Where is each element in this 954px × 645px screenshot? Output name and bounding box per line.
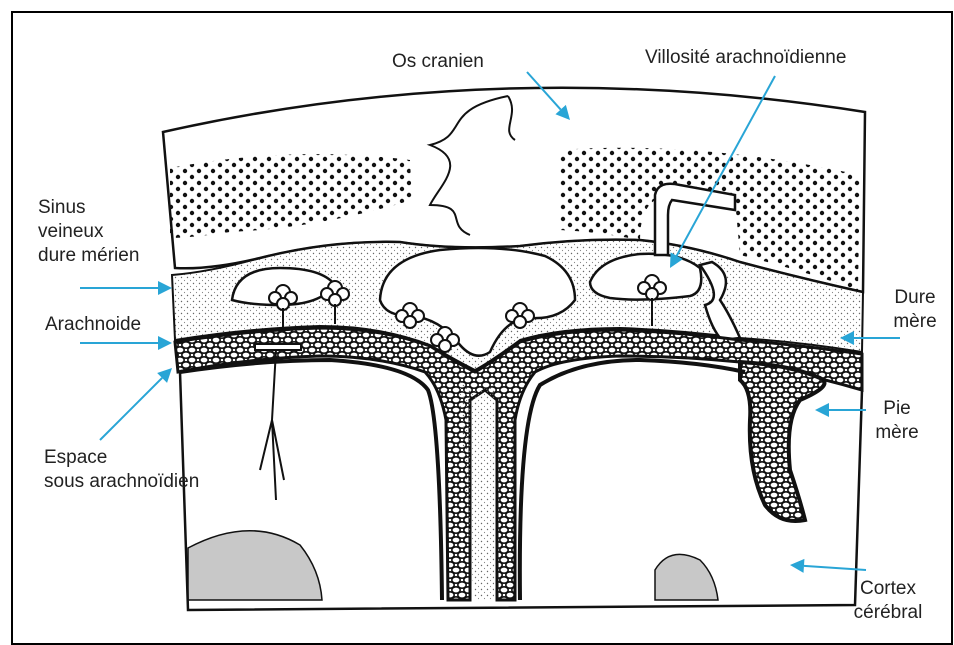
label-pie-line1: Pie [862, 397, 932, 421]
pia-fold [740, 362, 825, 521]
label-sinus-line2: veineux [38, 220, 139, 244]
arrow-espace [100, 368, 172, 440]
label-arachnoide: Arachnoide [45, 313, 141, 337]
cortex-right [520, 360, 745, 600]
label-sinus-line3: dure mérien [38, 244, 139, 268]
label-dure-line2: mère [880, 310, 950, 334]
arrow-sinus [80, 281, 172, 295]
label-dure-line1: Dure [880, 286, 950, 310]
arrow-arachnoide [80, 336, 172, 350]
label-cortex-line1: Cortex [828, 577, 948, 601]
label-pie-mere: Pie mère [862, 397, 932, 445]
label-cortex: Cortex cérébral [828, 577, 948, 625]
arrow-cortex [790, 559, 866, 573]
label-cortex-line2: cérébral [828, 601, 948, 625]
label-espace-line2: sous arachnoïdien [44, 470, 199, 494]
label-os-cranien: Os cranien [392, 50, 484, 74]
label-sinus: Sinus veineux dure mérien [38, 196, 139, 268]
label-pie-line2: mère [862, 421, 932, 445]
cortical-vessel [255, 344, 301, 500]
grey-matter-right [655, 554, 718, 600]
label-espace: Espace sous arachnoïdien [44, 446, 199, 494]
grey-matter-left [188, 531, 322, 600]
arrow-pie-mere [815, 403, 866, 417]
label-dure-mere: Dure mère [880, 286, 950, 334]
label-espace-line1: Espace [44, 446, 199, 470]
label-sinus-line1: Sinus [38, 196, 139, 220]
label-villosite: Villosité arachnoïdienne [645, 46, 846, 70]
